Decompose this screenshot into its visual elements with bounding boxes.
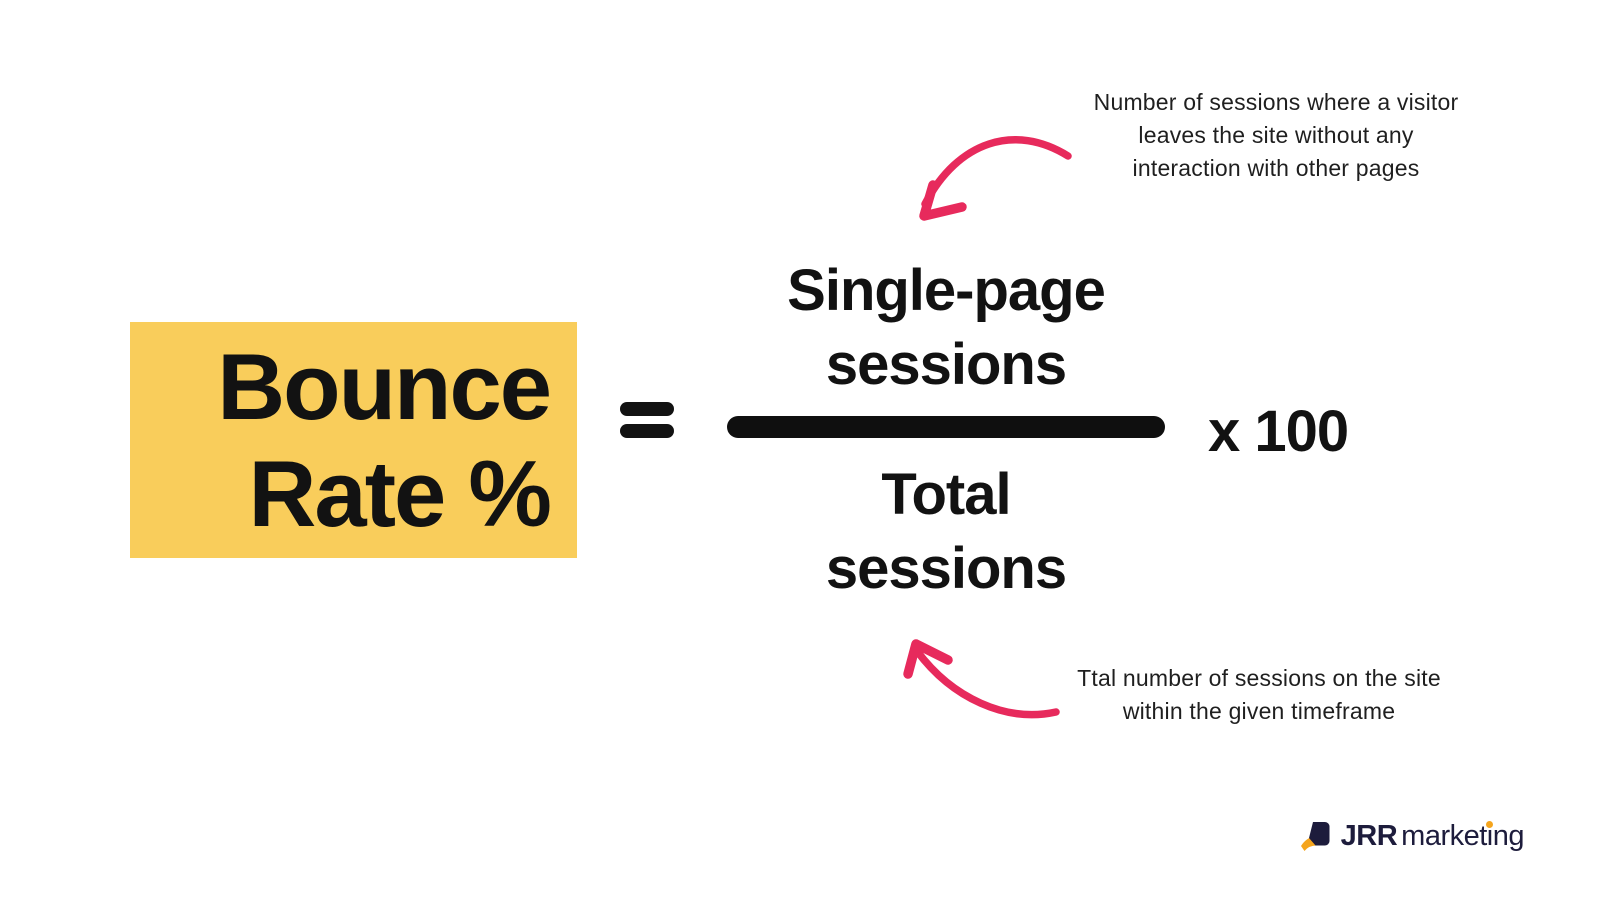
logo-wordmark: JRR marketing (1340, 819, 1525, 853)
numerator-line-1: Single-page (787, 258, 1106, 323)
jrr-logo-mark-icon (1300, 822, 1330, 851)
curved-arrow-down-left-icon (921, 136, 1072, 208)
numerator-note-line-3: interaction with other pages (1132, 155, 1420, 181)
numerator-note-line-1: Number of sessions where a visitor (1093, 89, 1459, 115)
numerator-note-line-2: leaves the site without any (1138, 122, 1414, 148)
logo-text-marketing-word: marketing (1401, 819, 1524, 852)
denominator-note-line-2: within the given timeframe (1122, 698, 1396, 724)
logo-text-jrr: JRR (1340, 819, 1398, 852)
equals-sign (620, 402, 674, 438)
numerator-note: Number of sessions where a visitor leave… (1060, 86, 1492, 185)
fraction: Single-page sessions Total sessions (696, 254, 1196, 606)
denominator-note: Ttal number of sessions on the site with… (1043, 662, 1475, 728)
denominator-line-1: Total (881, 462, 1011, 527)
curved-arrow-down-left-head-icon (919, 180, 967, 221)
numerator-line-2: sessions (825, 332, 1067, 397)
jrr-marketing-logo: JRR marketing (1298, 814, 1524, 858)
equals-bar-bottom (620, 424, 674, 438)
logo-i-dot-icon (1486, 820, 1493, 828)
curved-arrow-up-left-icon (913, 647, 1060, 719)
title-line-1: Bounce (217, 334, 552, 439)
logo-text-marketing: marketing (1401, 820, 1524, 853)
denominator-note-line-1: Ttal number of sessions on the site (1077, 665, 1441, 691)
equals-bar-top (620, 402, 674, 416)
bounce-rate-title-box: Bounce Rate % (130, 322, 577, 558)
denominator-line-2: sessions (825, 536, 1067, 601)
curved-arrow-up-left-head-icon (903, 639, 953, 679)
fraction-divider-bar (727, 416, 1165, 438)
title-line-2: Rate % (248, 441, 552, 546)
multiplier-x100: x 100 (1208, 399, 1349, 464)
